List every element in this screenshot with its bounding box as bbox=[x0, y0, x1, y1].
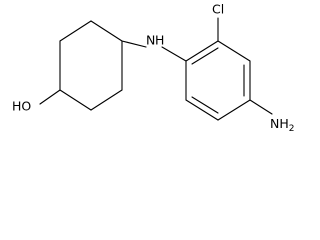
bond-ar4-ar5 bbox=[217, 99, 251, 121]
hydroxyl-label: HO bbox=[12, 99, 31, 114]
double-bond-ar1-ar2-inner bbox=[191, 47, 219, 65]
bond-nitrogen-ar1 bbox=[161, 46, 187, 62]
bond-cy2-nitrogen bbox=[121, 40, 147, 48]
terminal-amine-nh: NH bbox=[270, 116, 289, 131]
bond-ar2-ar3 bbox=[217, 40, 251, 62]
bond-cy4-cy5 bbox=[59, 89, 92, 111]
bond-ar1-ar2 bbox=[185, 40, 219, 62]
cyclohexane-ring bbox=[59, 20, 123, 111]
amine-bridge-h-label: H bbox=[155, 33, 164, 48]
amine-bridge-label: N bbox=[146, 33, 155, 48]
bond-ar5-ar6 bbox=[185, 99, 219, 121]
bond-cy5-oxygen bbox=[39, 89, 61, 105]
bond-cy1-cy2 bbox=[90, 20, 123, 42]
chlorine-label: Cl bbox=[212, 2, 224, 17]
double-bond-ar5-ar6-inner bbox=[191, 96, 219, 114]
benzene-ring bbox=[185, 40, 251, 121]
terminal-amine-subscript: 2 bbox=[289, 124, 295, 134]
bond-ar4-amine bbox=[249, 99, 273, 115]
bond-cy3-cy4 bbox=[90, 89, 123, 111]
terminal-amine-label: NH2 bbox=[270, 116, 294, 134]
chemical-structure-diagram: HO N H Cl NH2 bbox=[12, 2, 294, 134]
bond-cy6-cy1 bbox=[59, 20, 92, 42]
